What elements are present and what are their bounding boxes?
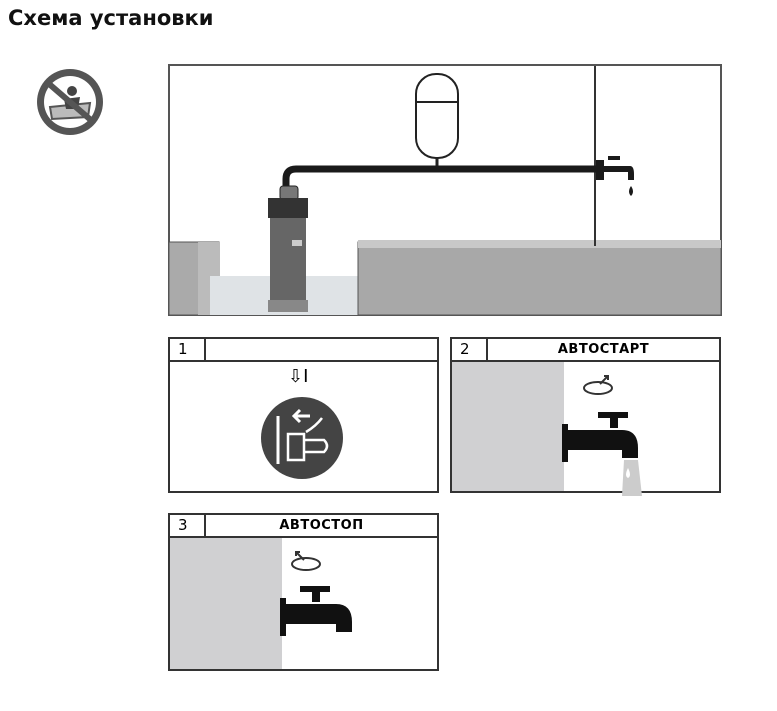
step-label: АВТОСТАРТ <box>557 342 650 357</box>
step-number: 2 <box>452 339 488 360</box>
step-panel-1: 1 ⇩I <box>168 337 439 493</box>
wall <box>452 362 564 491</box>
power-on-symbol: ⇩I <box>288 366 309 387</box>
page-title: Схема установки <box>8 6 214 30</box>
unplug-icon <box>261 397 343 479</box>
faucet-icon <box>596 156 634 196</box>
wall <box>170 538 282 669</box>
expansion-tank-icon <box>415 73 459 168</box>
faucet-open-icon <box>562 375 642 496</box>
submersible-pump-icon <box>268 185 308 312</box>
step-number: 1 <box>170 339 206 360</box>
step-number: 3 <box>170 515 206 536</box>
step-panel-3-autostop: 3 АВТОСТОП <box>168 513 439 671</box>
step-label: АВТОСТОП <box>279 518 364 533</box>
no-swimming-icon <box>37 69 103 135</box>
step-panel-2-autostart: 2 АВТОСТАРТ <box>450 337 721 496</box>
installation-diagram <box>168 64 722 316</box>
step-label <box>206 339 437 360</box>
pipe <box>282 165 600 199</box>
faucet-closed-icon <box>280 551 352 636</box>
